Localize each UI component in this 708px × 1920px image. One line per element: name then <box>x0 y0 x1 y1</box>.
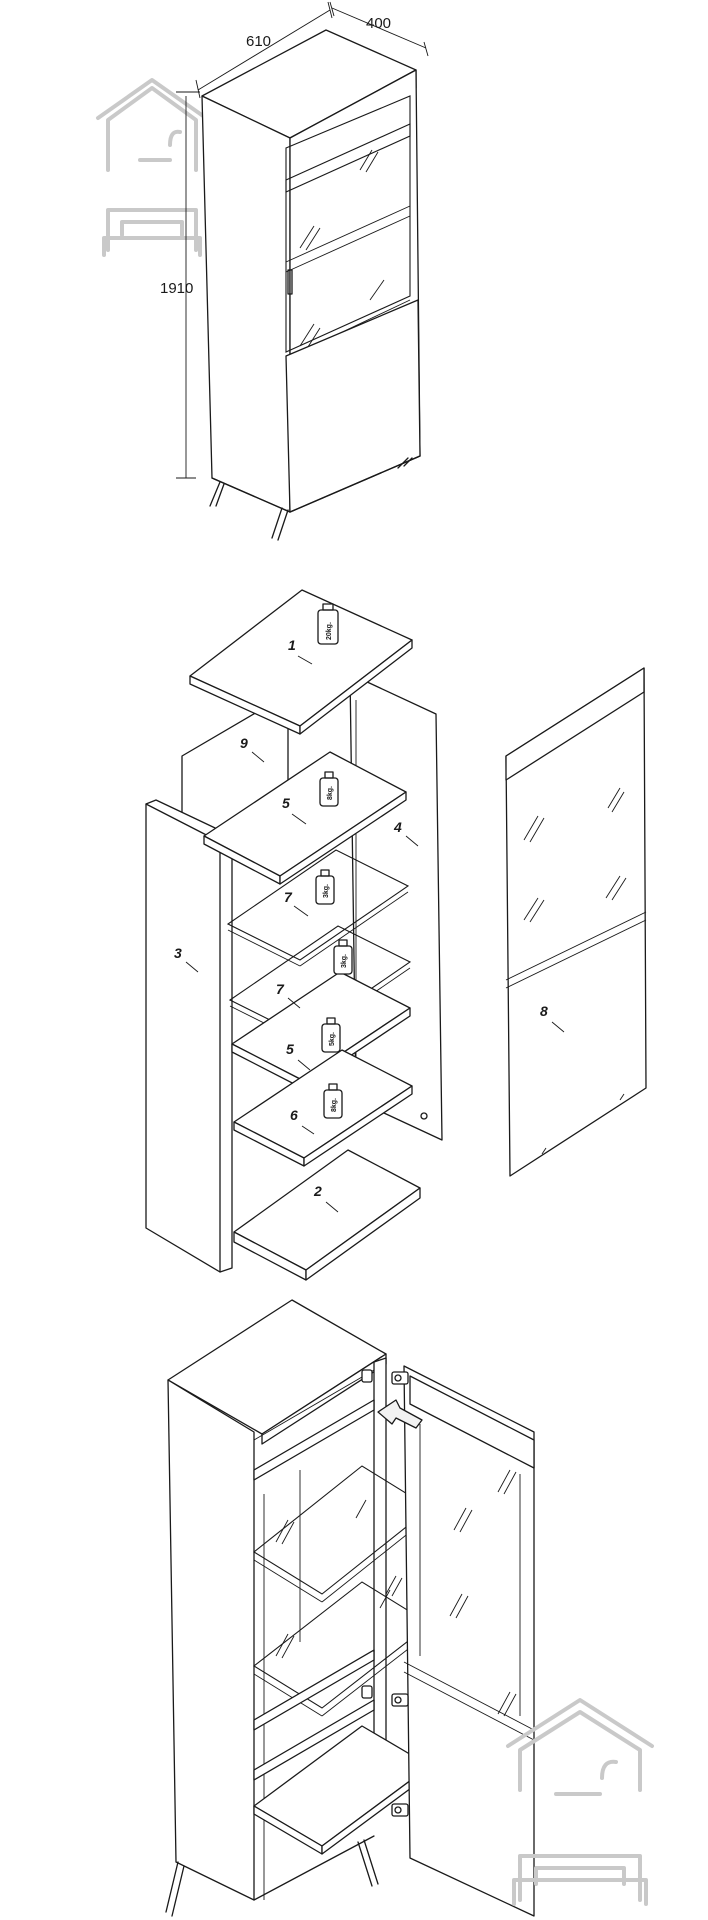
cabinet-legs <box>209 457 413 541</box>
exploded-assembly-view: 20kg. 8kg. 3kg. 3kg. 5kg. 8kg. <box>145 589 647 1281</box>
open-glass-door <box>403 1365 535 1917</box>
height-dimension: 1910 <box>160 280 193 297</box>
part-number-8: 8 <box>540 1003 548 1019</box>
door-panel-assembly <box>505 667 647 1177</box>
assembled-legs <box>165 1839 379 1917</box>
part-number-9: 9 <box>240 735 248 751</box>
house-sofa-watermark-icon-bottom <box>506 1698 654 1906</box>
left-side-panel <box>145 799 233 1273</box>
hinge-icon <box>391 1803 409 1817</box>
width-dimension: 610 <box>246 33 271 50</box>
weight-label-shelf-upper: 8kg. <box>327 786 334 800</box>
cabinet-left-side <box>201 95 291 513</box>
part-number-2: 2 <box>313 1183 322 1199</box>
depth-dimension: 400 <box>366 15 391 32</box>
part-number-6: 6 <box>290 1107 298 1123</box>
glass-door-panel <box>285 95 411 353</box>
dimension-lines <box>176 1 429 479</box>
arrow-icon <box>377 1399 423 1429</box>
glass-shelf-upper <box>226 849 410 961</box>
weight-label-shelf-lower: 8kg. <box>331 1098 338 1112</box>
part-number-1: 1 <box>288 637 296 653</box>
weight-icon: 8kg. <box>323 1083 343 1119</box>
part-number-5b: 5 <box>286 1041 294 1057</box>
part-number-3: 3 <box>174 945 182 961</box>
weight-icon: 20kg. <box>317 603 339 645</box>
weight-label-glass-lower: 3kg. <box>341 954 348 968</box>
part-labels: 1 9 5 4 7 3 7 8 5 6 2 <box>174 637 565 1213</box>
weight-icon: 8kg. <box>319 771 339 807</box>
dimensioned-cabinet-view: 610 400 1910 <box>160 1 429 541</box>
weight-icon: 3kg. <box>315 869 335 905</box>
weight-label-top: 20kg. <box>326 622 333 640</box>
weight-label-glass-upper: 3kg. <box>323 884 330 898</box>
weight-label-shelf-middle: 5kg. <box>329 1032 336 1046</box>
hinge-icon <box>361 1685 409 1707</box>
part-number-7b: 7 <box>276 981 285 997</box>
weight-icon: 5kg. <box>321 1017 341 1053</box>
part-number-5a: 5 <box>282 795 290 811</box>
weight-icon: 3kg. <box>333 939 353 975</box>
part-number-7a: 7 <box>284 889 293 905</box>
assembled-glass-shelf-upper <box>253 1465 431 1595</box>
assembled-glass-shelf-lower <box>253 1581 431 1709</box>
part-number-4: 4 <box>393 819 402 835</box>
door-mounting-view <box>165 1299 535 1917</box>
house-sofa-watermark-icon <box>96 78 208 257</box>
hinge-icon <box>361 1369 409 1385</box>
cabinet-left-side-assembled <box>167 1379 255 1901</box>
